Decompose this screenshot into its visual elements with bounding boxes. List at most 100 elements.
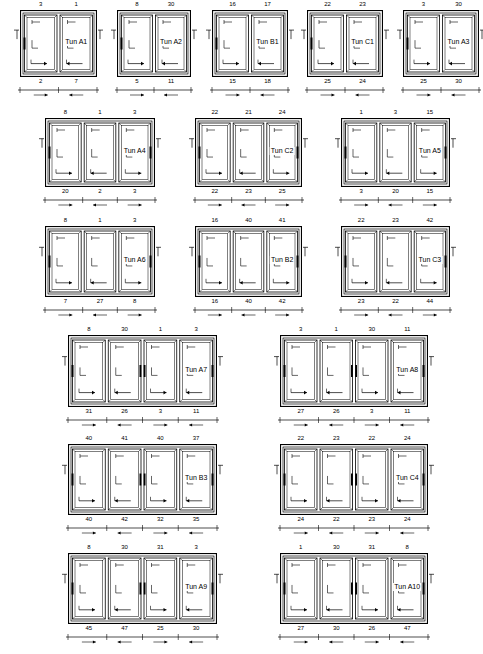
dimension-tick	[302, 197, 303, 203]
inner-frame	[120, 13, 188, 74]
stroke	[363, 345, 371, 375]
arrow-head	[286, 281, 289, 285]
stroke	[318, 60, 319, 64]
stroke	[291, 497, 292, 501]
stroke	[380, 231, 411, 292]
stroke	[224, 20, 232, 48]
sash	[320, 449, 353, 510]
section-mark	[189, 247, 308, 256]
stroke	[292, 563, 300, 593]
glass	[52, 234, 79, 290]
dimension-tick	[68, 417, 69, 423]
stroke	[326, 389, 327, 393]
dimension-tick	[288, 87, 289, 93]
stroke	[206, 169, 207, 173]
part-number: 22	[296, 435, 305, 442]
part-number: 37	[192, 435, 201, 442]
handle	[140, 474, 142, 486]
stroke	[208, 315, 222, 316]
stroke	[116, 454, 124, 484]
glass	[394, 561, 422, 617]
stroke	[285, 340, 318, 402]
arrow-head	[164, 424, 167, 427]
part-number: 3	[158, 408, 163, 415]
stroke	[144, 449, 177, 510]
stroke	[82, 533, 96, 534]
part-number: 1	[158, 326, 163, 333]
stroke	[292, 345, 300, 375]
dimension-tick	[265, 307, 266, 313]
arrow-head	[69, 171, 72, 175]
sash	[108, 340, 141, 402]
dimension-tick	[195, 197, 196, 203]
stroke	[389, 315, 403, 316]
part-number: 8	[132, 298, 137, 305]
arrow-head	[428, 94, 431, 97]
handle	[445, 147, 447, 159]
stroke	[186, 606, 187, 610]
sash	[180, 558, 213, 619]
part-number: 47	[403, 625, 412, 632]
dimension-tick	[389, 417, 390, 423]
part-number: 8	[134, 1, 139, 8]
stroke	[356, 449, 389, 510]
stroke	[119, 231, 151, 292]
dimension-line	[193, 310, 304, 311]
stroke	[346, 231, 377, 292]
stroke	[275, 315, 289, 316]
sash	[285, 449, 318, 510]
type-name: Tun A2	[159, 38, 183, 46]
dimension-tick	[318, 634, 319, 640]
part-number: 23	[244, 188, 253, 195]
glass	[158, 18, 184, 70]
stroke	[129, 20, 137, 48]
arrow-head	[69, 94, 72, 97]
sash	[285, 340, 318, 402]
stroke	[362, 606, 363, 610]
glass	[63, 18, 91, 70]
stroke	[353, 60, 354, 64]
window-type: Tun C3	[341, 226, 450, 297]
window-type: Tun C2	[195, 118, 302, 187]
dimension-tick	[479, 87, 480, 93]
stroke	[285, 449, 318, 510]
dimension-tick	[106, 417, 107, 423]
stroke	[386, 169, 387, 173]
section-mark	[274, 465, 434, 474]
handle	[144, 365, 146, 377]
stroke	[397, 389, 398, 393]
glass	[382, 234, 408, 290]
arrow-head	[164, 641, 167, 644]
arrow-head	[141, 94, 144, 97]
part-number: 15	[228, 78, 237, 85]
arrow-head	[327, 391, 330, 395]
stroke	[417, 95, 431, 96]
glass	[111, 452, 139, 508]
sash	[156, 15, 187, 72]
sash	[50, 123, 82, 182]
dimension-tick	[82, 197, 83, 203]
glass	[75, 452, 103, 508]
arrow-head	[242, 204, 245, 207]
part-number: 16	[210, 298, 219, 305]
stroke	[128, 315, 142, 316]
part-number: 11	[167, 78, 175, 85]
arrow-head	[332, 94, 335, 97]
part-number: 7	[74, 78, 79, 85]
arrow-head	[452, 94, 455, 97]
arrow-head	[118, 532, 121, 535]
inner-frame	[344, 121, 447, 184]
arrow-head	[258, 62, 261, 66]
sash	[252, 15, 284, 72]
glass	[87, 234, 114, 290]
glass	[121, 126, 148, 180]
stroke	[420, 169, 421, 173]
type-name: Tun A8	[395, 366, 419, 374]
arrow-head	[118, 641, 121, 644]
arrow-head	[305, 641, 308, 644]
dimension-tick	[212, 87, 213, 93]
stroke	[312, 15, 344, 72]
sash	[391, 558, 424, 619]
outer-frame	[196, 227, 302, 297]
type-name: Tun A10	[393, 583, 421, 591]
